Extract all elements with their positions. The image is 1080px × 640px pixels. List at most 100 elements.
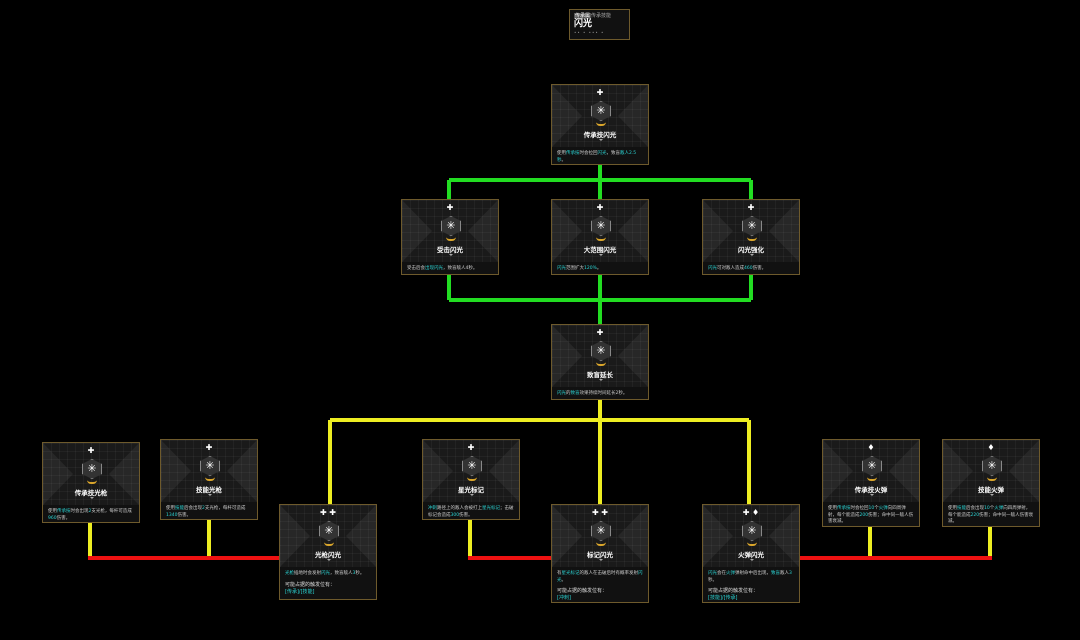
rank-chevron-icon <box>87 480 97 484</box>
desc-segment: 220 <box>970 512 980 518</box>
desc-segment: 传承技 <box>566 151 580 156</box>
header-subtitle: 传承属传承技能 <box>574 12 625 19</box>
desc-segment: 使用 <box>557 151 566 156</box>
skill-node-r3[interactable]: ✚ ♦火弹闪光闪光会在火弹弹射命中后出现，致盲敌人3秒。可能占据的触发位有：[技… <box>702 504 800 603</box>
skill-node-r2[interactable]: ♦技能火弹使用技能后会出现10个火弹向四周弹射，每个能造成220伤害；命中同一敌… <box>942 439 1040 527</box>
desc-segment: 时会出现 <box>70 509 89 514</box>
desc-segment: 有 <box>557 571 562 576</box>
skill-node-r1[interactable]: ♦传承技火弹使用传承技时会拉回10个火弹向四周弹射，每个能造成200伤害；命中同… <box>822 439 920 527</box>
header-indicators: •• • ••• • <box>574 30 605 35</box>
node-description: 闪光可对敌人造成460伤害。 <box>703 262 799 273</box>
desc-segment: 。 <box>561 577 567 583</box>
node-slot-marks: ♦ <box>867 443 875 452</box>
desc-segment: 。 <box>596 266 602 271</box>
desc-segment: 支光枪，每杆可造成 <box>91 509 132 514</box>
expand-caret-icon <box>449 254 453 256</box>
yellow-connectors <box>88 400 992 558</box>
desc-segment: 可对敌人造成 <box>717 266 744 271</box>
desc-segment: 2 <box>202 506 205 511</box>
desc-segment: 效果持续时间延长 <box>579 391 616 396</box>
node-art: ♦技能火弹 <box>943 440 1039 502</box>
desc-segment: 时会拉回 <box>850 506 869 511</box>
expand-caret-icon <box>599 254 603 256</box>
node-description: 闪光范围扩大120%。 <box>552 262 648 273</box>
header-subtitle-text: 传承技能 <box>591 13 612 19</box>
skill-emblem-icon <box>591 101 611 121</box>
trigger-tags: [技能]/[传承] <box>708 595 738 601</box>
desc-segment: 300 <box>450 512 460 518</box>
rank-chevron-icon <box>867 477 877 481</box>
node-slot-marks: ✚ <box>596 203 604 212</box>
node-art: ♦ 传承技火弹 <box>823 440 919 502</box>
rank-chevron-icon <box>467 477 477 481</box>
skill-emblem-icon <box>441 216 461 236</box>
skill-node-l3[interactable]: ✚ ✚光枪闪光光枪插地时会发射闪光，致盲敌人3秒。可能占据的触发位有：[传承]/… <box>279 504 377 600</box>
desc-segment: 3 <box>789 571 792 576</box>
desc-segment: 伤害。 <box>56 515 71 521</box>
node-name: 传承技火弹 <box>854 486 888 494</box>
desc-segment: 伤害。 <box>459 512 473 518</box>
node-art: ✚ ✚光枪闪光 <box>280 505 376 567</box>
desc-segment: 向四周弹射，每个能造成 <box>948 506 1031 518</box>
expand-caret-icon <box>599 379 603 381</box>
trigger-label: 可能占据的触发位有： <box>708 588 759 594</box>
desc-segment: 会在 <box>717 571 726 576</box>
desc-segment: 2 <box>615 391 619 396</box>
desc-segment: 伤害。 <box>177 512 191 518</box>
desc-segment: 10 <box>984 506 990 511</box>
trigger-slots: 可能占据的触发位有：[技能]/[传承] <box>703 584 799 602</box>
rank-chevron-icon <box>747 237 757 241</box>
desc-segment: 传承技 <box>837 506 851 511</box>
node-art: ✚大范围闪光 <box>552 200 648 262</box>
trigger-tags: [冲刺] <box>557 595 571 601</box>
desc-segment: 200 <box>859 512 869 518</box>
desc-segment: 个 <box>989 506 995 511</box>
desc-segment: 秒。 <box>618 391 628 396</box>
desc-segment: 受击后会 <box>407 266 425 271</box>
desc-segment: 致盲 <box>570 391 580 396</box>
node-name: 技能火弹 <box>978 486 1004 494</box>
desc-segment: 使用 <box>948 506 957 511</box>
expand-caret-icon <box>750 254 754 256</box>
node-slot-marks: ✚ <box>205 443 213 452</box>
expand-caret-icon <box>90 497 94 499</box>
desc-segment: 火弹 <box>878 506 888 511</box>
desc-segment: ，致盲 <box>606 151 621 156</box>
node-name: 受击闪光 <box>437 246 463 254</box>
desc-segment: 闪光 <box>557 266 566 271</box>
desc-segment: 120% <box>584 266 597 271</box>
node-name: 闪光强化 <box>738 246 764 254</box>
node-description: 使用传承技时会拉回10个火弹向四周弹射，每个能造成200伤害；命中同一敌人伤害衰… <box>823 502 919 526</box>
expand-caret-icon <box>750 559 754 561</box>
node-description: 使用技能后会出现2支光枪，每杆可造成1340伤害。 <box>161 502 257 519</box>
node-name: 光枪闪光 <box>315 551 341 559</box>
desc-segment: 后会出现 <box>966 506 984 511</box>
expand-caret-icon <box>599 139 603 141</box>
desc-segment: 技能 <box>957 506 966 511</box>
desc-segment: ，致盲敌人 <box>330 571 353 576</box>
desc-segment: 插地时会 <box>294 571 312 576</box>
trigger-slots: 可能占据的触发位有：[冲刺] <box>552 584 648 602</box>
trigger-slots: 可能占据的触发位有：[传承]/[技能] <box>280 578 376 596</box>
expand-caret-icon <box>208 494 212 496</box>
skill-emblem-icon <box>591 341 611 361</box>
skill-node-m2[interactable]: ✚ ✚标记闪光有星光标记的敌人在击破后时有概率发射闪光。可能占据的触发位有：[冲… <box>551 504 649 603</box>
desc-segment: 闪光 <box>708 571 717 576</box>
desc-segment: ，致盲敌人4秒。 <box>443 266 478 271</box>
desc-segment: 秒。 <box>708 577 717 583</box>
node-art: ✚传承技闪光 <box>552 85 648 147</box>
node-description: 使用传承技时会出现2支光枪，每杆可造成960伤害。 <box>43 505 139 522</box>
rank-chevron-icon <box>596 122 606 126</box>
skill-emblem-icon <box>591 216 611 236</box>
desc-segment: 个 <box>874 506 879 511</box>
desc-segment: 出现 <box>425 266 434 271</box>
